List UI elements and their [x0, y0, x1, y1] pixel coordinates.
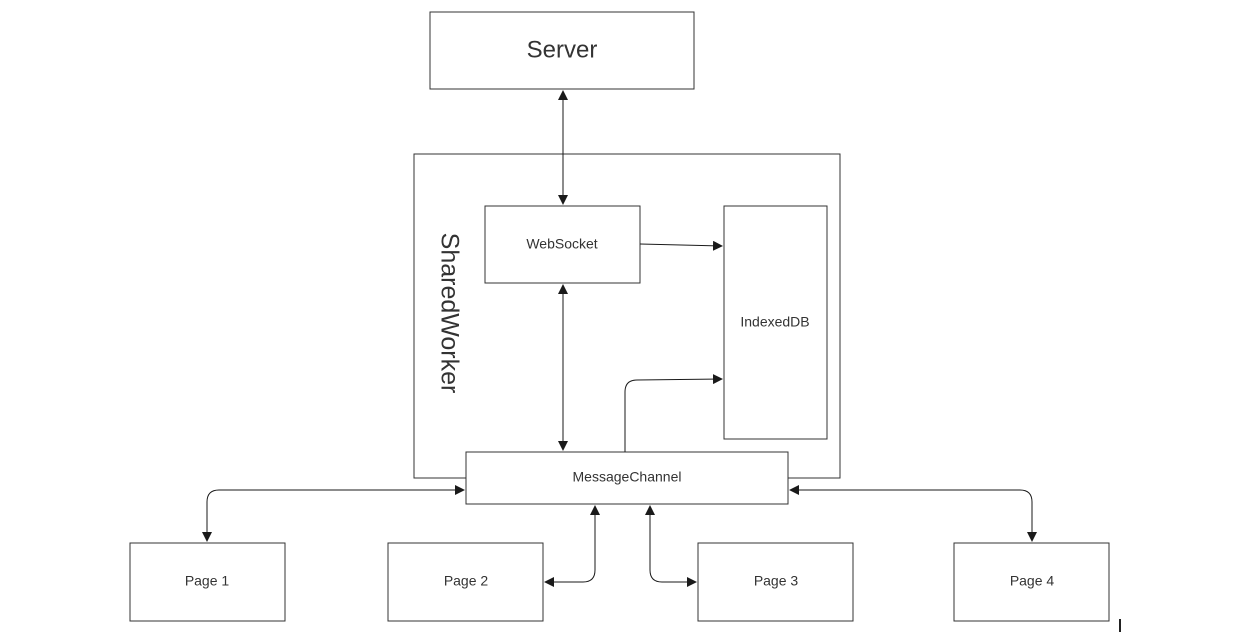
page-3-node: Page 3 — [697, 542, 854, 622]
edge-messagechannel-page2 — [544, 505, 600, 587]
indexeddb-node: IndexedDB — [723, 205, 828, 440]
page-4-label: Page 4 — [1010, 573, 1055, 589]
page-1-node: Page 1 — [129, 542, 286, 622]
websocket-node: WebSocket — [484, 205, 641, 284]
message-channel-label: MessageChannel — [573, 469, 682, 485]
message-channel-node: MessageChannel — [465, 451, 789, 505]
edge-messagechannel-page4 — [789, 485, 1037, 542]
page-4-node: Page 4 — [953, 542, 1110, 622]
page-2-label: Page 2 — [444, 573, 489, 589]
page-2-node: Page 2 — [387, 542, 544, 622]
edge-messagechannel-indexeddb — [624, 374, 723, 452]
websocket-label: WebSocket — [526, 236, 597, 252]
server-node: Server — [429, 11, 695, 90]
edge-websocket-indexeddb — [639, 240, 723, 251]
server-label: Server — [527, 36, 598, 63]
page-3-label: Page 3 — [754, 573, 799, 589]
edge-messagechannel-page1 — [202, 485, 465, 542]
edge-messagechannel-page3 — [645, 505, 697, 587]
indexeddb-label: IndexedDB — [740, 314, 809, 330]
shared-worker-label: SharedWorker — [435, 233, 463, 394]
page-1-label: Page 1 — [185, 573, 230, 589]
